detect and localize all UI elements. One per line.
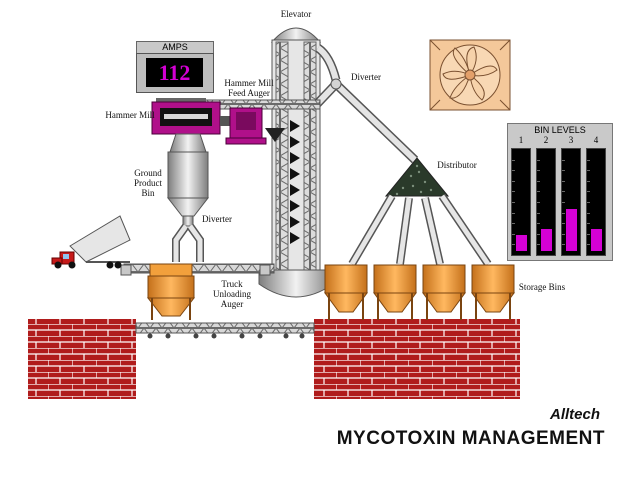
bin-gauge-tick (537, 213, 540, 214)
surge-hopper (265, 128, 285, 142)
bin-level-fill-1 (516, 235, 527, 251)
amps-meter: 112 (136, 53, 214, 93)
bin-gauge-tick (512, 191, 515, 192)
truck-unloading-auger (120, 263, 275, 276)
bin-gauge-3 (561, 148, 581, 256)
storage-bin-2 (373, 264, 417, 320)
bin-gauge-tick (587, 160, 590, 161)
bin-number-2: 2 (543, 135, 549, 145)
bin-gauge-tick (512, 234, 515, 235)
bin-number-1: 1 (518, 135, 524, 145)
bin-gauge-1 (511, 148, 531, 256)
bin-gauge-tick (512, 202, 515, 203)
bin-gauge-tick (537, 170, 540, 171)
bin-gauge-tick (587, 244, 590, 245)
bin-gauge-tick (587, 191, 590, 192)
elevator (258, 27, 334, 298)
bin-gauge-tick (562, 234, 565, 235)
bin-gauge-tick (537, 181, 540, 182)
bin-gauge-tick (562, 244, 565, 245)
hammer-mill (151, 98, 267, 145)
brick-foundation-right (314, 319, 520, 399)
bin-gauge-4 (586, 148, 606, 256)
hammer-mill-label: Hammer Mill (105, 110, 155, 120)
bin-gauge-tick (587, 234, 590, 235)
amps-value: 112 (146, 58, 203, 87)
bin-gauge-tick (562, 160, 565, 161)
bin-gauge-tick (587, 213, 590, 214)
hammer-mill-feed-auger-label: Hammer Mill Feed Auger (224, 78, 274, 98)
bin-gauge-tick (537, 244, 540, 245)
bin-gauge-tick (537, 191, 540, 192)
storage-bin-4 (471, 264, 515, 320)
bin-level-fill-2 (541, 229, 552, 251)
storage-bins (324, 264, 515, 320)
bin-gauge-tick (587, 181, 590, 182)
bin-gauge-tick (587, 202, 590, 203)
bin-gauge-tick (562, 213, 565, 214)
bin-gauge-2 (536, 148, 556, 256)
bin-gauge-tick (512, 223, 515, 224)
bin-gauge-tick (587, 170, 590, 171)
bin-gauge-tick (562, 223, 565, 224)
bin-gauge-tick (537, 202, 540, 203)
bin-gauge-tick (562, 170, 565, 171)
storage-bin-1 (324, 264, 368, 320)
storage-bins-label: Storage Bins (518, 282, 566, 292)
bin-levels-panel: BIN LEVELS 1 2 3 4 (507, 123, 613, 261)
elevator-label: Elevator (280, 9, 312, 19)
bin-number-3: 3 (568, 135, 574, 145)
storage-bin-3 (422, 264, 466, 320)
bin-gauge-tick (512, 170, 515, 171)
bin-level-fill-4 (591, 229, 602, 251)
bin-level-fill-3 (566, 209, 577, 251)
discharge-spout (313, 44, 419, 164)
bin-gauge-tick (537, 223, 540, 224)
bin-gauge-tick (512, 244, 515, 245)
alltech-logo: Alltech (549, 406, 600, 423)
exhaust-fan-icon (429, 39, 511, 111)
bin-levels-title: BIN LEVELS (534, 125, 586, 135)
diverter-bottom-label: Diverter (202, 214, 232, 224)
bin-gauge-tick (562, 191, 565, 192)
distributor-label: Distributor (437, 160, 477, 170)
dump-truck-icon (51, 215, 131, 269)
elevator-buckets (290, 120, 300, 244)
bin-gauge-tick (537, 160, 540, 161)
distributor (348, 157, 492, 267)
bin-gauge-tick (512, 213, 515, 214)
ground-product-bin-label: Ground Product Bin (134, 168, 162, 198)
mycotoxin-management-title: MYCOTOXIN MANAGEMENT (336, 428, 605, 449)
bin-gauge-tick (537, 234, 540, 235)
brick-foundation-left (28, 319, 136, 399)
conveyor-rail (135, 322, 315, 339)
diverter-top-label: Diverter (351, 72, 381, 82)
ground-product-bin (166, 133, 210, 262)
bin-gauge-tick (512, 181, 515, 182)
bin-gauge-tick (562, 202, 565, 203)
bin-gauge-tick (562, 181, 565, 182)
bin-gauge-tick (587, 223, 590, 224)
bin-number-4: 4 (593, 135, 599, 145)
truck-pit-bin (146, 263, 196, 320)
truck-unloading-auger-label: Truck Unloading Auger (213, 279, 251, 309)
bin-gauge-tick (512, 160, 515, 161)
